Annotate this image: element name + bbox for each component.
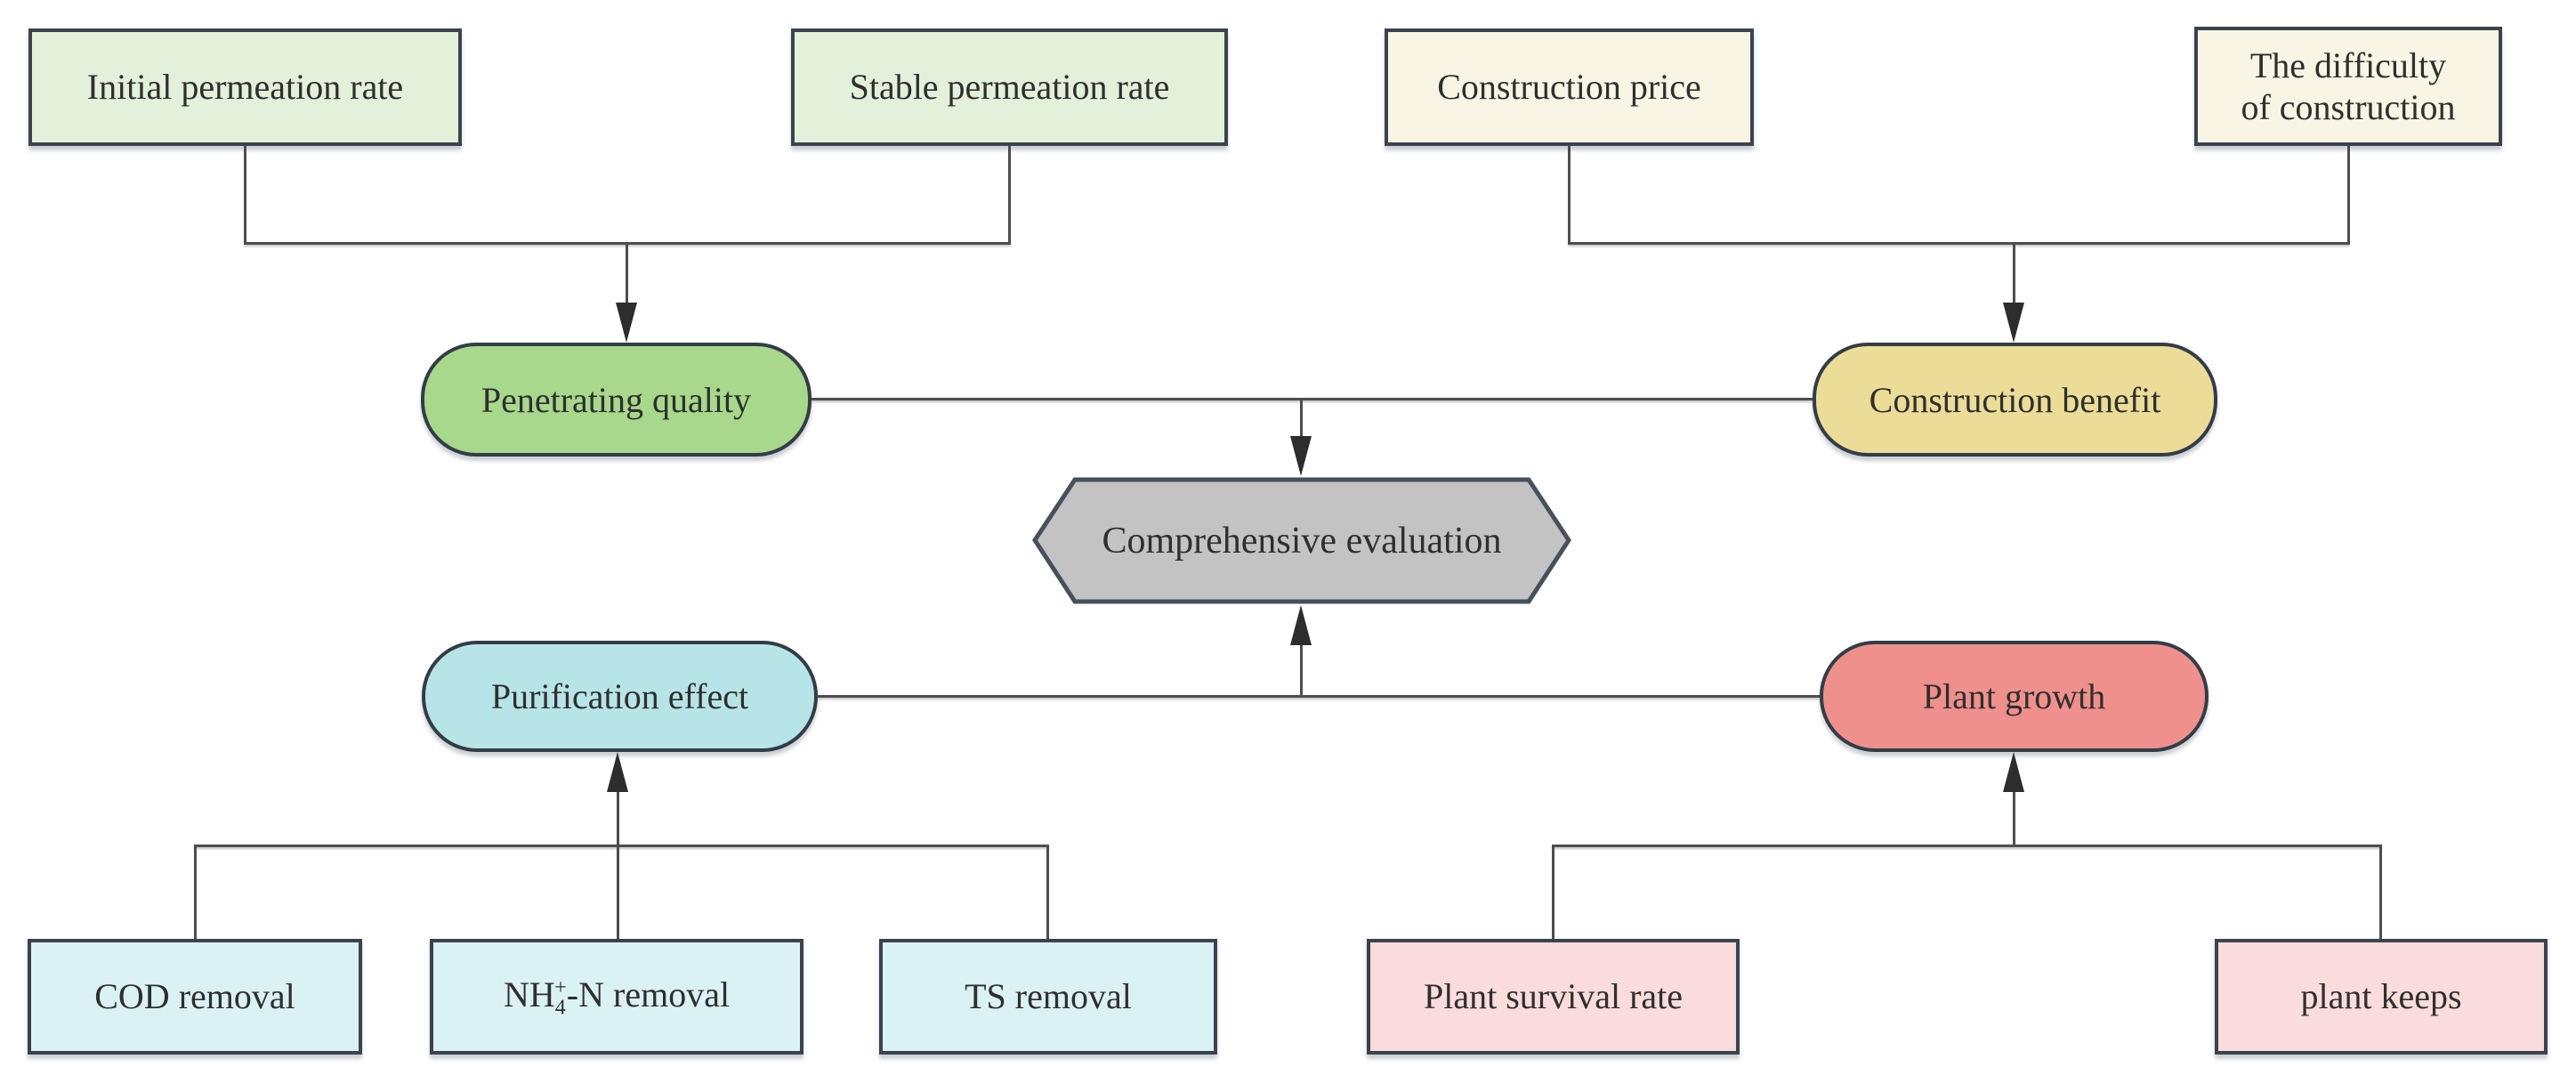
node-label: plant keeps (2300, 976, 2462, 1017)
connector-bottom-right-bus (1552, 845, 2382, 847)
node-purification-effect: Purification effect (422, 641, 818, 752)
node-stable-permeation-rate: Stable permeation rate (791, 28, 1228, 146)
node-nh4-n-removal: NH4+-N removal (430, 939, 803, 1055)
node-ts-removal: TS removal (879, 939, 1217, 1055)
connector-hexagon-top-stem (1300, 400, 1303, 436)
purification-effect-arrowhead (607, 752, 628, 792)
node-plant-growth: Plant growth (1820, 641, 2209, 752)
node-label: TS removal (965, 976, 1132, 1017)
connector-bottom-left-bus (194, 845, 1049, 847)
node-initial-permeation-rate: Initial permeation rate (28, 28, 462, 146)
node-plant-survival-rate: Plant survival rate (1367, 939, 1740, 1055)
node-construction-difficulty: The difficulty of construction (2194, 27, 2502, 146)
connector-initial-permeation-stub (244, 146, 246, 244)
hexagon-bottom-arrowhead (1290, 605, 1312, 645)
node-label: Purification effect (490, 676, 749, 716)
node-label: Plant growth (1922, 676, 2106, 716)
connector-hexagon-bottom-stem (1300, 645, 1303, 696)
node-construction-price: Construction price (1385, 28, 1754, 146)
node-penetrating-quality: Penetrating quality (421, 343, 812, 457)
connector-benefit-arrow-stem (2013, 244, 2015, 303)
penetrating-quality-arrowhead (616, 303, 637, 343)
node-label: Initial permeation rate (86, 67, 404, 108)
connector-cod-stub (194, 845, 197, 939)
construction-benefit-arrowhead (2003, 303, 2024, 343)
node-label: Construction benefit (1869, 379, 2161, 420)
node-cod-removal: COD removal (28, 939, 362, 1055)
node-label: COD removal (94, 976, 295, 1017)
connector-penetrating-arrow-stem (626, 244, 628, 303)
connector-plant-keeps-stub (2379, 845, 2382, 939)
nh4-superscript: + (554, 976, 567, 1000)
node-label: NH4+-N removal (503, 974, 731, 1020)
connector-purification-arrow-stem (617, 792, 619, 845)
node-label: Penetrating quality (480, 379, 752, 420)
node-comprehensive-evaluation: Comprehensive evaluation (1032, 476, 1571, 605)
hexagon-shape (1032, 477, 1571, 604)
nh4-subscript: 4 (554, 996, 566, 1020)
node-construction-benefit: Construction benefit (1813, 343, 2217, 457)
connector-plant-survival-stub (1552, 845, 1554, 939)
connector-upper-cross-link (812, 398, 1813, 400)
node-label: The difficulty of construction (2241, 44, 2456, 127)
plant-growth-arrowhead (2003, 752, 2024, 792)
node-label: Stable permeation rate (849, 67, 1170, 108)
node-label: Plant survival rate (1423, 976, 1684, 1017)
connector-construction-price-stub (1568, 146, 1571, 244)
connector-ts-stub (1046, 845, 1049, 939)
connector-construction-difficulty-stub (2347, 146, 2350, 244)
connector-plant-growth-arrow-stem (2013, 792, 2015, 845)
node-plant-keeps: plant keeps (2215, 939, 2548, 1055)
connector-left-top-bus (244, 242, 1011, 245)
connector-nh4-stub (617, 845, 619, 939)
connector-lower-cross-link (818, 695, 1820, 698)
connector-right-top-bus (1568, 242, 2350, 245)
hexagon-top-arrowhead (1290, 436, 1312, 476)
connector-stable-permeation-stub (1008, 146, 1011, 244)
node-label: Comprehensive evaluation (1102, 520, 1502, 562)
node-label: Construction price (1437, 67, 1701, 108)
